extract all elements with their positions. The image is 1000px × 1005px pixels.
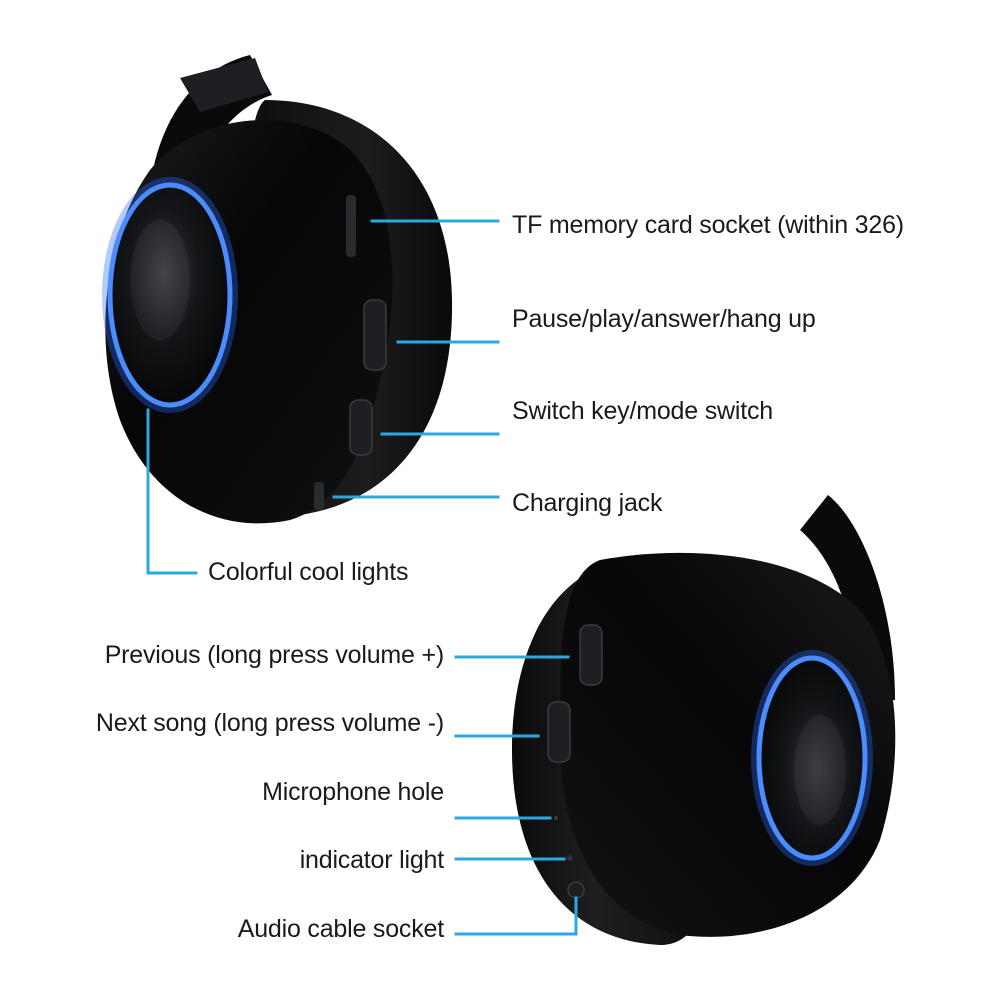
top-charging-port — [314, 482, 324, 510]
label-switch-key: Switch key/mode switch — [512, 397, 773, 425]
top-tf-slot — [346, 195, 356, 257]
label-previous: Previous (long press volume +) — [104, 641, 444, 669]
bottom-mic-hole — [554, 816, 558, 820]
bottom-button-next — [547, 701, 571, 763]
label-audio-socket: Audio cable socket — [237, 915, 444, 943]
bottom-disc-highlight — [794, 715, 846, 825]
callout-leader-lines — [146, 219, 578, 936]
label-charging-jack: Charging jack — [512, 489, 663, 517]
top-led-ring — [107, 182, 233, 408]
label-next-song: Next song (long press volume -) — [95, 709, 444, 737]
bottom-headphone — [512, 495, 896, 945]
label-mic-hole: Microphone hole — [262, 778, 444, 806]
bottom-button-previous — [579, 624, 603, 686]
label-pause-play: Pause/play/answer/hang up — [512, 305, 816, 333]
top-headband-slider — [180, 58, 268, 112]
top-button-switch — [349, 399, 373, 456]
leader-audio-socket — [454, 896, 578, 936]
top-button-pause — [363, 299, 387, 371]
top-headphone — [102, 55, 453, 524]
leader-cool-lights — [146, 408, 198, 575]
label-tf-card: TF memory card socket (within 326) — [512, 211, 904, 239]
top-disc-highlight — [130, 220, 190, 340]
bottom-audio-socket — [567, 881, 585, 899]
label-cool-lights: Colorful cool lights — [208, 558, 409, 586]
bottom-led-ring — [756, 655, 868, 861]
bottom-indicator — [567, 855, 573, 861]
label-indicator: indicator light — [299, 846, 445, 874]
